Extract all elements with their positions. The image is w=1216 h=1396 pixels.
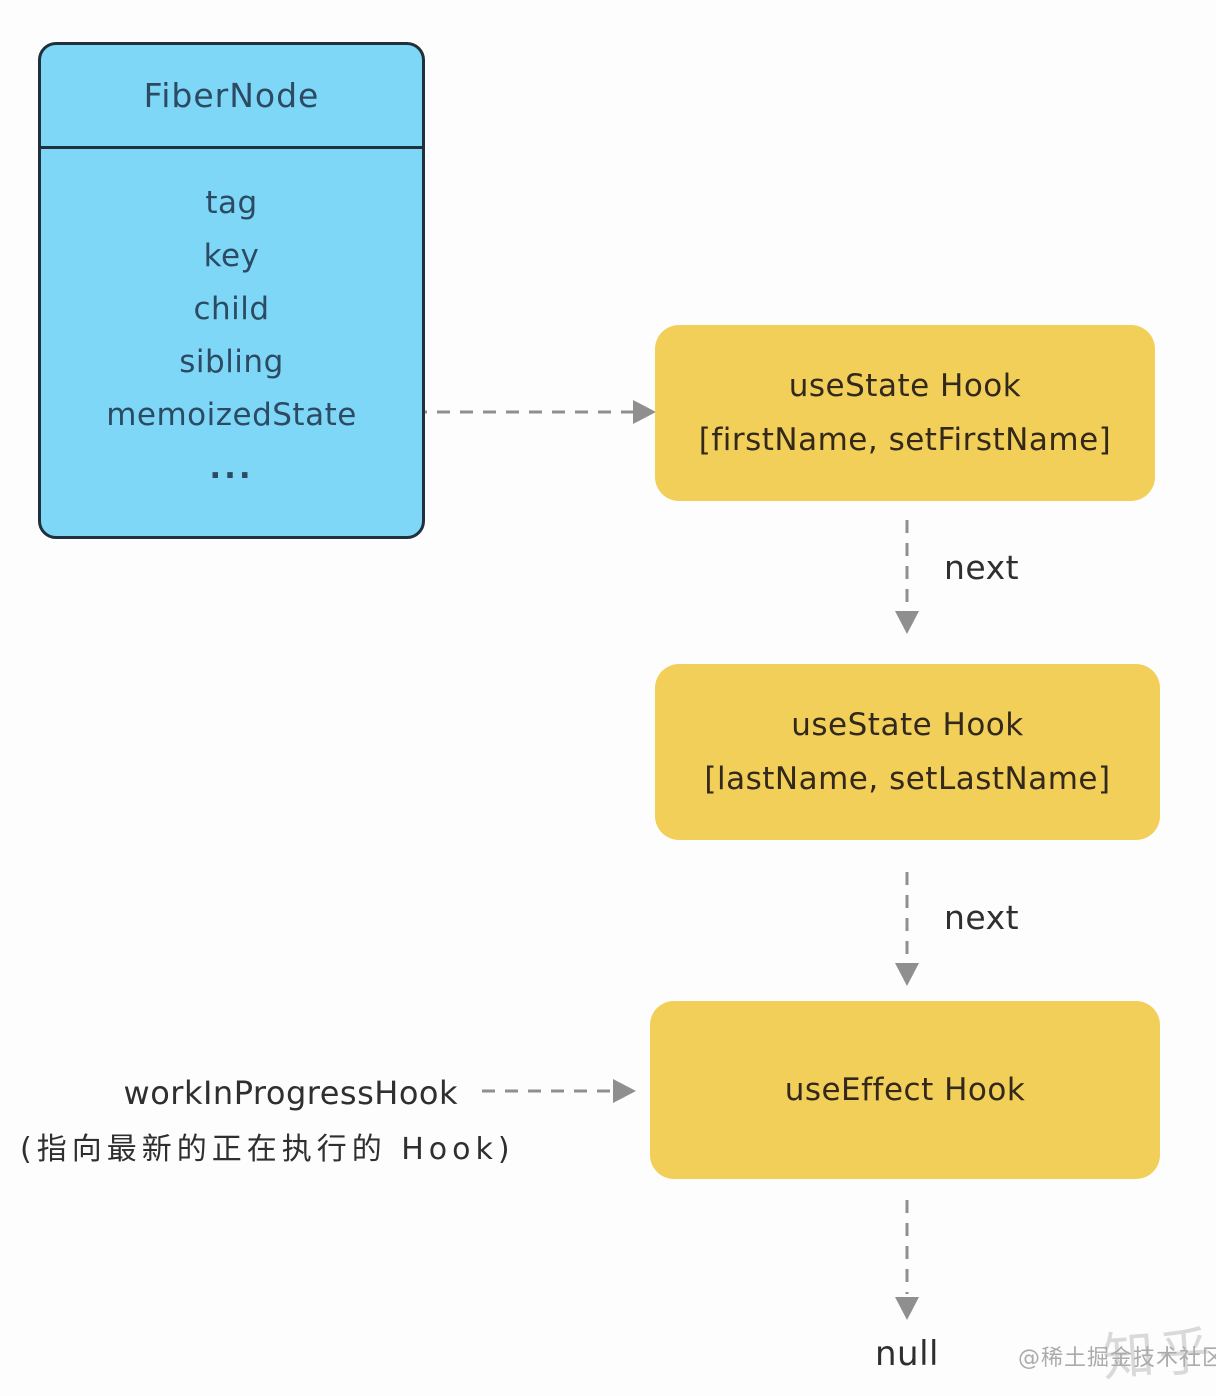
fiber-field-tag: tag (205, 184, 258, 221)
fiber-node-fields: tag key child sibling memoizedState ... (41, 149, 422, 494)
next-label-2: next (944, 898, 1020, 937)
fiber-node-title: FiberNode (41, 45, 422, 149)
hook-box-usestate-first: useState Hook [firstName, setFirstName] (655, 325, 1155, 501)
arrow-hook3-to-null (895, 1200, 919, 1320)
arrow-hook2-to-hook3 (895, 872, 919, 986)
fiber-field-key: key (203, 237, 260, 274)
hook-title: useEffect Hook (784, 1072, 1026, 1108)
hook-box-usestate-last: useState Hook [lastName, setLastName] (655, 664, 1160, 840)
fiber-node-box: FiberNode tag key child sibling memoized… (38, 42, 425, 539)
fiber-field-sibling: sibling (179, 343, 284, 380)
fiber-field-ellipsis: ... (209, 449, 254, 486)
fiber-field-memoizedstate: memoizedState (106, 396, 357, 433)
null-terminal-label: null (875, 1334, 939, 1374)
work-in-progress-hook-label: workInProgressHook (123, 1074, 458, 1112)
work-in-progress-hook-note: (指向最新的正在执行的 Hook) (20, 1132, 515, 1167)
community-watermark: @稀土掘金技术社区 (1018, 1346, 1216, 1371)
hook-subtitle: [firstName, setFirstName] (698, 422, 1112, 458)
arrow-hook1-to-hook2 (895, 520, 919, 634)
arrow-wip-to-hook3 (482, 1079, 636, 1103)
fiber-field-child: child (193, 290, 270, 327)
hook-title: useState Hook (788, 368, 1022, 404)
hook-box-useeffect: useEffect Hook (650, 1001, 1160, 1179)
hook-subtitle: [lastName, setLastName] (704, 761, 1111, 797)
hook-title: useState Hook (791, 707, 1024, 743)
next-label-1: next (944, 548, 1020, 587)
